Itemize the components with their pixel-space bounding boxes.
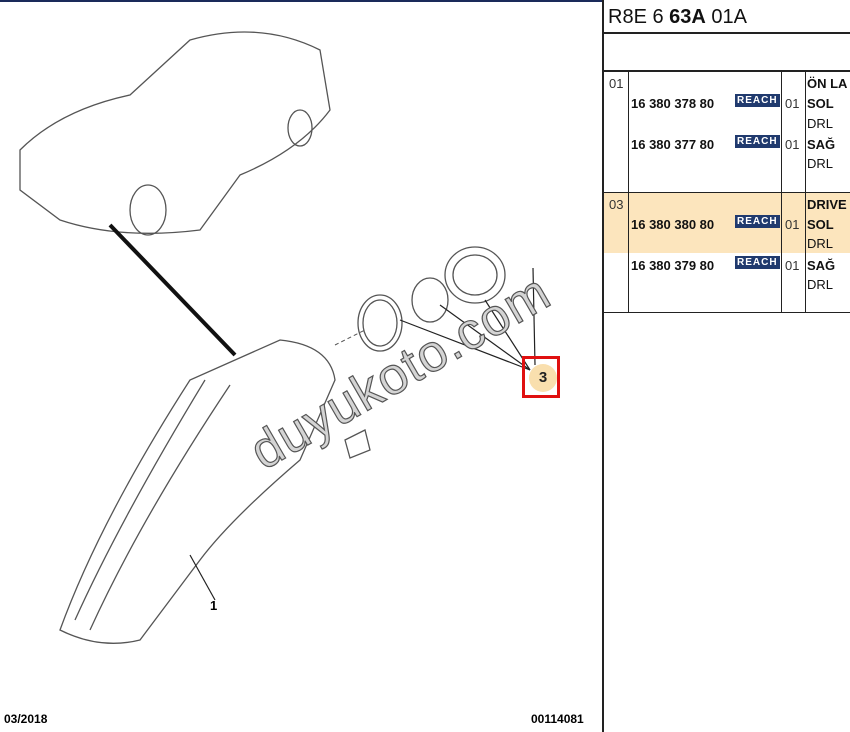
title-bold: 63A	[669, 6, 706, 28]
column-divider	[628, 71, 629, 313]
leader-line	[399, 319, 531, 371]
part-ref[interactable]: 16 380 380 80	[631, 217, 715, 232]
reach-badge: REACH	[735, 94, 780, 107]
parts-list-panel: R8E 6 63A 01A 01 ÖN LA 16 380 378 80 REA…	[604, 0, 850, 732]
leader-line	[439, 304, 531, 371]
leader-line	[532, 267, 536, 366]
seal-ring-inner	[362, 299, 398, 347]
part-qty: 01	[785, 217, 800, 232]
connector	[344, 429, 371, 459]
part-qty: 01	[785, 137, 800, 152]
reach-badge: REACH	[735, 256, 780, 269]
callout-3[interactable]: 3	[522, 356, 560, 398]
top-border	[0, 0, 603, 2]
car-wheel	[287, 109, 313, 147]
seal-ring	[357, 294, 403, 352]
driver-unit	[444, 246, 506, 304]
callout-number: 3	[529, 364, 557, 392]
car-wheel	[129, 184, 167, 236]
part-note: DRL	[807, 236, 834, 251]
reach-badge: REACH	[735, 135, 780, 148]
part-ref[interactable]: 16 380 379 80	[631, 258, 715, 273]
divider	[604, 32, 850, 34]
divider	[604, 70, 850, 72]
headlamp-lens	[74, 379, 231, 631]
driver-unit-inner	[452, 254, 498, 296]
part-ref[interactable]: 16 380 377 80	[631, 137, 715, 152]
panel-divider	[602, 0, 604, 732]
part-side: SOL	[807, 217, 834, 232]
row-index: 03	[609, 197, 624, 212]
highlighted-row	[604, 193, 850, 253]
divider	[604, 192, 850, 193]
part-note: DRL	[807, 116, 834, 131]
part-side: SOL	[807, 96, 834, 111]
panel-title: R8E 6 63A 01A	[608, 6, 747, 29]
part-ref[interactable]: 16 380 378 80	[631, 96, 715, 111]
row-index: 01	[609, 76, 624, 91]
title-prefix: R8E 6	[608, 6, 664, 28]
part-note: DRL	[807, 156, 834, 171]
part-label-1[interactable]: 1	[210, 598, 218, 613]
part-side: SAĞ	[807, 258, 836, 273]
column-divider	[805, 71, 806, 313]
row-heading: ÖN LA	[807, 76, 848, 91]
car-illustration	[19, 31, 331, 234]
leader-line	[189, 554, 216, 601]
part-qty: 01	[785, 258, 800, 273]
part-qty: 01	[785, 96, 800, 111]
part-note: DRL	[807, 277, 834, 292]
column-divider	[781, 71, 782, 313]
footer-date: 03/2018	[4, 712, 48, 726]
drl-module	[411, 277, 449, 323]
exploded-parts-diagram	[19, 31, 536, 644]
reach-badge: REACH	[735, 215, 780, 228]
zoom-pointer-line	[108, 223, 237, 357]
assembly-dash-line	[334, 329, 366, 346]
row-heading: DRIVE	[807, 197, 847, 212]
part-side: SAĞ	[807, 137, 836, 152]
divider	[604, 312, 850, 313]
footer-code: 00114081	[531, 712, 584, 726]
title-suffix: 01A	[711, 6, 748, 28]
headlamp-assembly	[59, 339, 336, 644]
